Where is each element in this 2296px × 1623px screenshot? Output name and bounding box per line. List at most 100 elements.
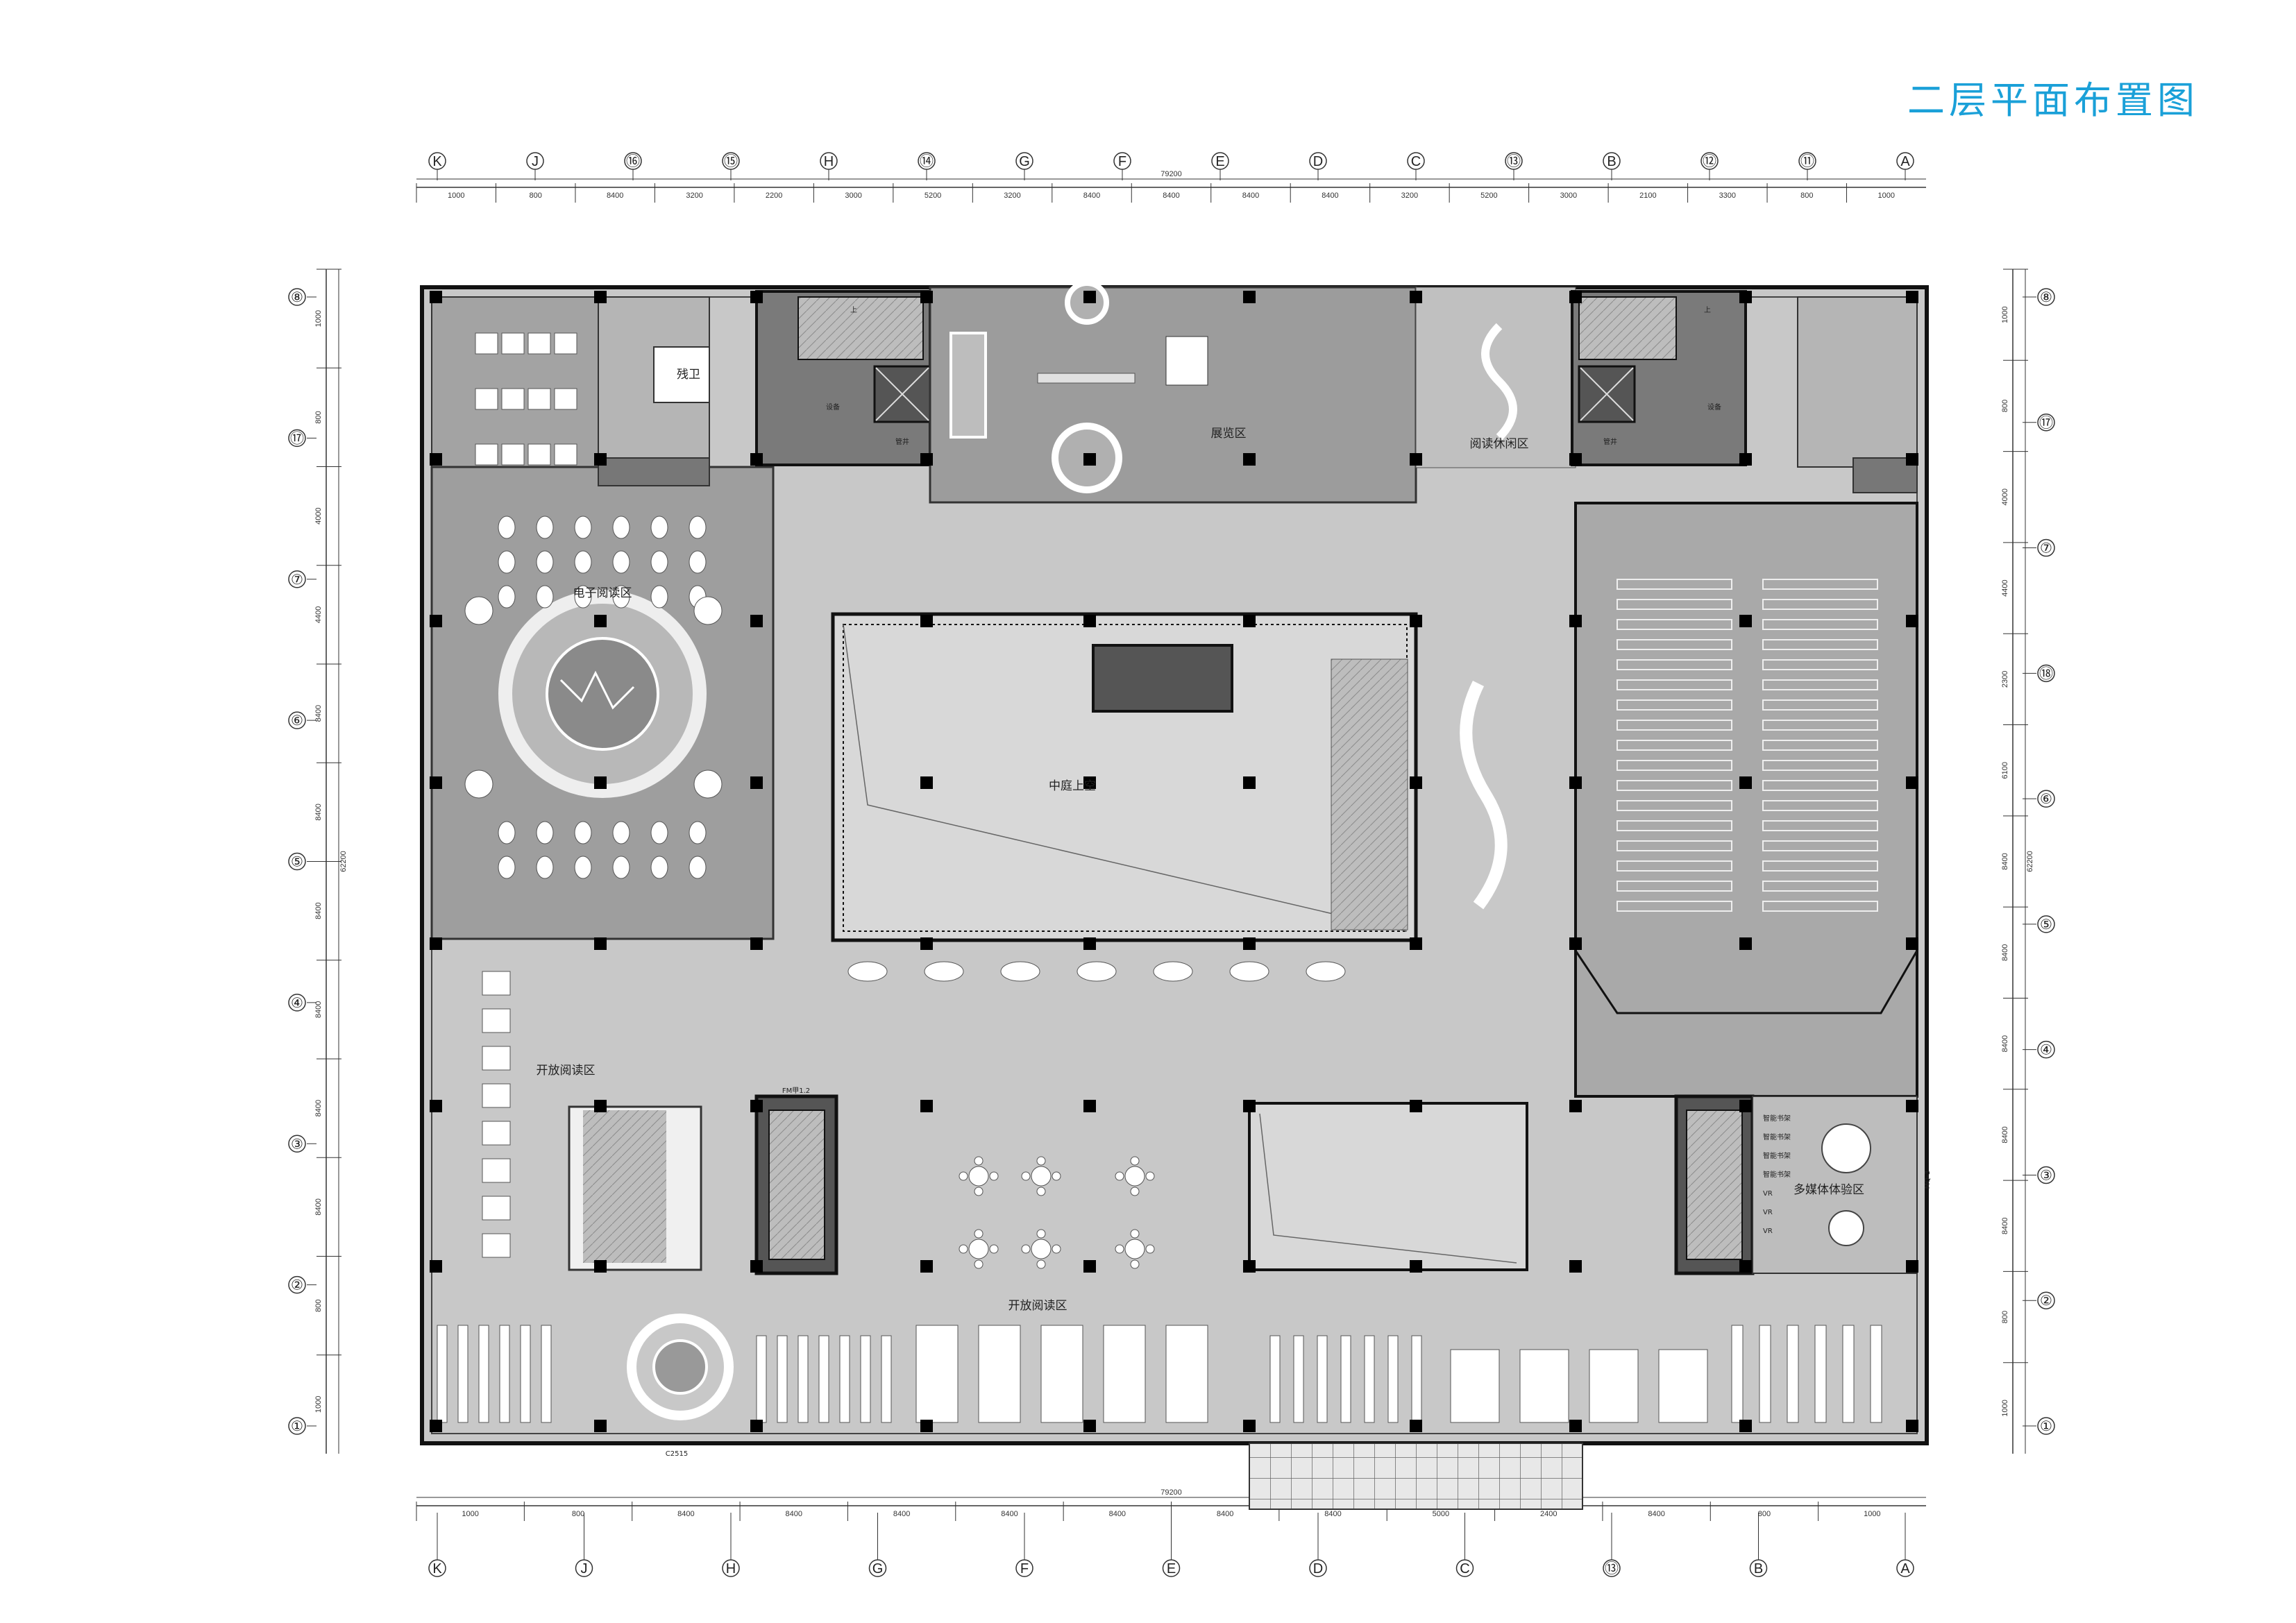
column	[920, 615, 933, 627]
left-axis-label: ⑤	[291, 855, 303, 870]
reading-table	[1040, 1325, 1083, 1423]
bottom-dim: 8400	[893, 1510, 910, 1518]
stool	[974, 1259, 984, 1269]
bottom-axis-label: B	[1754, 1561, 1763, 1577]
top-axis-bubble	[1015, 152, 1033, 170]
bookshelf	[1842, 1325, 1855, 1423]
seat-row	[1762, 740, 1878, 751]
bookshelf	[1870, 1325, 1882, 1423]
right-axis-bubble	[2037, 1291, 2055, 1309]
right-dim: 8400	[2001, 1217, 2009, 1234]
column	[750, 291, 763, 303]
zone-label-open-reading-1: 开放阅读区	[537, 1064, 596, 1078]
room-label-equip-nw: 设备	[826, 402, 840, 411]
left-axis-label: ⑧	[291, 290, 303, 305]
top-axis-bubble	[1309, 152, 1327, 170]
seat-row	[1762, 860, 1878, 872]
reading-chair	[650, 856, 668, 879]
stool	[1145, 1171, 1155, 1181]
seat-row	[1617, 740, 1732, 751]
left-axis-bubble	[288, 852, 306, 871]
column	[1739, 1100, 1752, 1112]
right-dim: 800	[2001, 1311, 2009, 1323]
top-dim: 5200	[1480, 192, 1497, 200]
top-axis-bubble	[1603, 152, 1621, 170]
column	[594, 1420, 607, 1432]
right-axis-bubble	[2037, 414, 2055, 432]
left-axis-bubble	[288, 711, 306, 729]
stool	[1021, 1171, 1031, 1181]
top-axis-bubble	[526, 152, 544, 170]
reading-chair	[612, 585, 630, 609]
column	[1906, 776, 1918, 789]
multimedia-item: 智能书架	[1763, 1114, 1791, 1123]
bookshelf	[1814, 1325, 1827, 1423]
reading-table	[1589, 1349, 1639, 1423]
bottom-axis-label: C	[1460, 1561, 1469, 1577]
furniture-layer	[437, 332, 1882, 1423]
seat-row	[1762, 820, 1878, 831]
column	[1569, 776, 1582, 789]
bookshelf	[1293, 1335, 1304, 1423]
reading-chair	[536, 585, 554, 609]
reading-chair	[650, 821, 668, 844]
column	[750, 1260, 763, 1273]
bottom-axis-label: G	[872, 1561, 884, 1577]
reading-chair	[612, 516, 630, 539]
column	[1739, 291, 1752, 303]
cafe-table	[1229, 961, 1269, 982]
left-dim: 8400	[314, 1001, 323, 1018]
stool	[1021, 1244, 1031, 1254]
column	[1569, 291, 1582, 303]
seat-row	[1617, 679, 1732, 690]
bottom-axis-bubble	[868, 1559, 887, 1577]
column	[1410, 291, 1422, 303]
exhibition-zone	[929, 280, 1417, 504]
round-table	[1124, 1166, 1145, 1187]
top-axis-label: F	[1118, 154, 1126, 169]
seat-row	[1617, 760, 1732, 771]
column	[1243, 776, 1256, 789]
zone-label-ebook: 电子阅读区	[573, 586, 632, 600]
bottom-axis-bubble	[1603, 1559, 1621, 1577]
right-dim: 4400	[2001, 579, 2009, 596]
seat-row	[1617, 820, 1732, 831]
reading-chair	[689, 821, 707, 844]
multimedia-item: 智能书架	[1763, 1170, 1791, 1179]
top-axis-bubble	[1505, 152, 1523, 170]
bookshelf	[541, 1325, 552, 1423]
column	[1569, 1260, 1582, 1273]
left-dim: 4400	[314, 606, 323, 623]
round-table	[1031, 1166, 1052, 1187]
bottom-axis-label: E	[1167, 1561, 1176, 1577]
desk	[475, 388, 498, 410]
column	[594, 453, 607, 466]
top-axis-label: A	[1900, 154, 1910, 169]
top-axis-label: B	[1607, 154, 1616, 169]
seat-row	[1617, 699, 1732, 711]
column	[430, 937, 442, 950]
column	[1243, 1260, 1256, 1273]
bookshelf	[777, 1335, 788, 1423]
column	[1739, 937, 1752, 950]
reading-chair	[689, 856, 707, 879]
reading-chair	[689, 550, 707, 574]
column	[594, 615, 607, 627]
bookshelf	[839, 1335, 850, 1423]
door-tag: C2515	[666, 1450, 688, 1458]
stool	[1145, 1244, 1155, 1254]
bottom-dim: 8400	[786, 1510, 802, 1518]
top-axis-label: ⑪	[1800, 153, 1814, 169]
top-axis-bubble	[1700, 152, 1719, 170]
top-dim: 1000	[1878, 192, 1895, 200]
right-axis-label: ⑱	[2039, 665, 2053, 681]
column	[1083, 776, 1096, 789]
column	[1906, 1420, 1918, 1432]
right-dim: 8400	[2001, 944, 2009, 961]
structural-columns	[430, 291, 1918, 1432]
bookshelf	[1411, 1335, 1422, 1423]
stool	[974, 1187, 984, 1196]
top-dim: 2200	[766, 192, 782, 200]
south-void	[1248, 1102, 1528, 1271]
top-axis-bubble	[722, 152, 740, 170]
